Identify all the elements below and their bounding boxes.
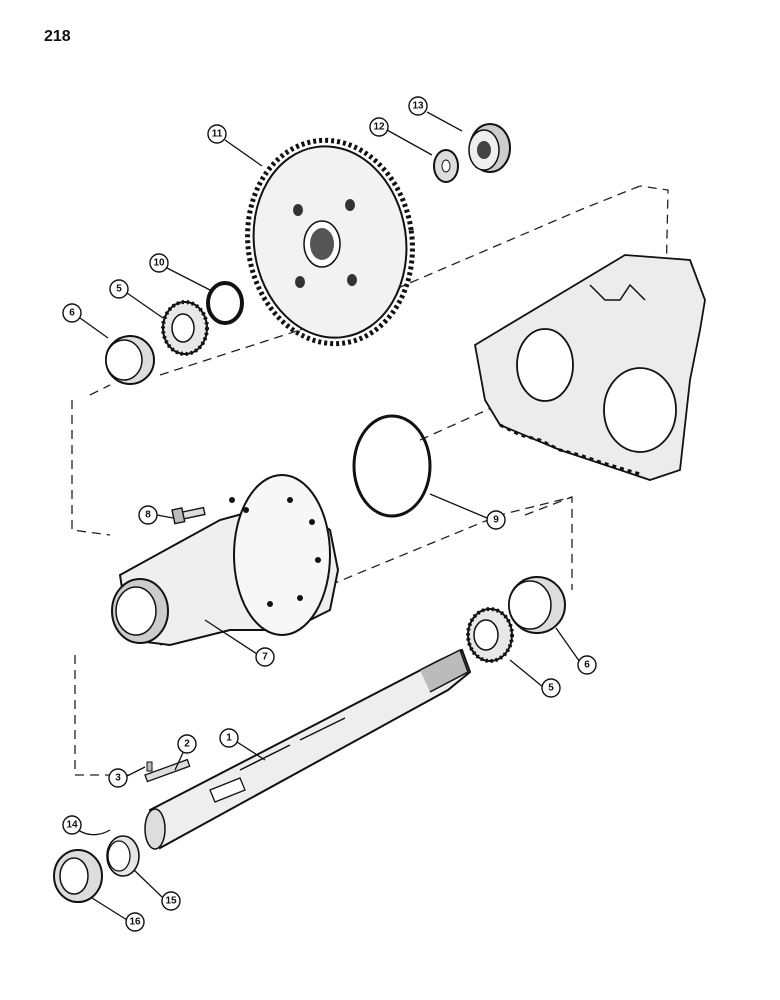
callout-label: 11 [212,129,223,140]
callout-label: 7 [262,652,268,663]
callout-12: 12 [369,117,389,137]
sleeve-part-15 [106,835,140,877]
nut-part-13 [468,123,511,173]
carrier-housing-part-7 [111,474,340,647]
bearing-cup-part-6-lower [508,576,566,634]
callout-10: 10 [149,253,169,273]
bearing-cone-part-5-lower [466,607,514,663]
callout-16: 16 [125,912,145,932]
callout-15: 15 [161,891,181,911]
callout-label: 6 [584,660,590,671]
gear-part-11 [245,137,415,347]
callout-label: 6 [69,308,75,319]
callout-6-lower: 6 [577,655,597,675]
washer-part-12 [433,149,459,183]
callout-6-upper: 6 [62,303,82,323]
shaft-part-1 [144,648,472,850]
callout-14: 14 [62,815,82,835]
o-ring-part-9 [352,414,432,518]
callout-label: 1 [226,733,232,744]
callout-11: 11 [207,124,227,144]
callout-label: 5 [548,683,554,694]
callout-8: 8 [138,505,158,525]
callout-9: 9 [486,510,506,530]
ring-part-10 [206,281,244,325]
callout-7: 7 [255,647,275,667]
callout-label: 2 [184,739,190,750]
callout-3: 3 [108,768,128,788]
callout-label: 3 [115,773,121,784]
callout-13: 13 [408,96,428,116]
callout-label: 10 [153,258,165,269]
leader-lines [71,111,583,921]
callout-1: 1 [219,728,239,748]
callout-label: 5 [116,284,122,295]
callout-2: 2 [177,734,197,754]
callout-label: 14 [66,820,78,831]
bearing-cup-part-6-upper [105,335,155,385]
callout-5-upper: 5 [109,279,129,299]
callout-label: 8 [145,510,151,521]
pin-part-3 [146,761,153,772]
bolt-part-8 [171,506,206,525]
seal-part-16 [53,849,103,903]
callout-label: 16 [129,917,141,928]
key-part-2 [144,758,191,783]
callout-5-lower: 5 [541,678,561,698]
bearing-cone-part-5-upper [161,300,209,356]
transmission-housing-section [474,254,706,481]
callout-label: 15 [165,896,177,907]
callout-label: 13 [412,101,424,112]
page-number: 218 [44,28,71,45]
callout-label: 12 [373,122,385,133]
callout-label: 9 [493,515,499,526]
